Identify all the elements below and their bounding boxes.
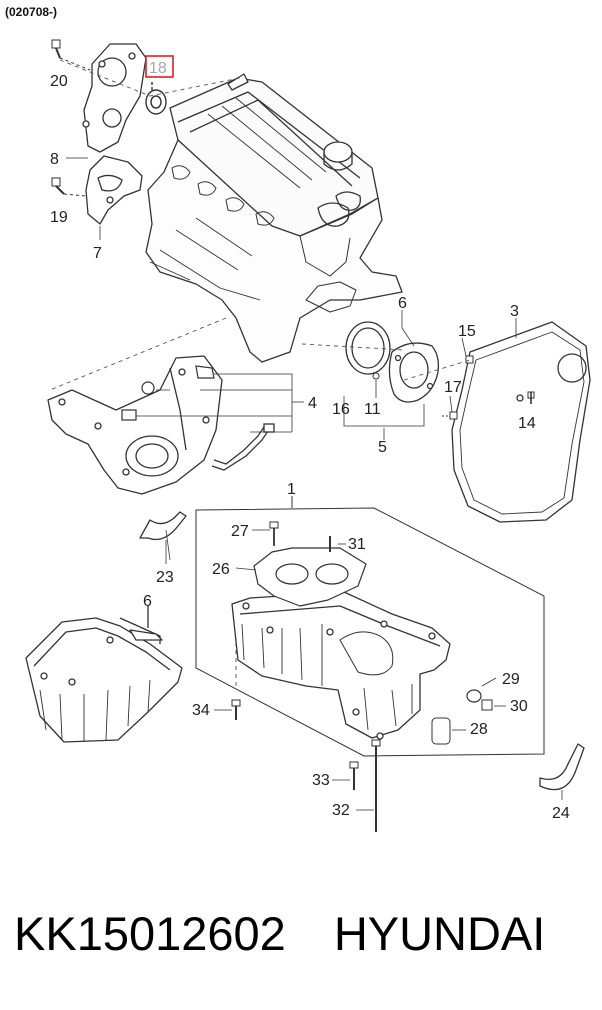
label-6-left: 6 [143,593,152,610]
label-34: 34 [192,702,210,719]
label-11: 11 [364,401,381,418]
label-17: 17 [444,379,462,396]
part-number: KK15012602 [14,907,286,960]
assembly-box-1 [195,496,545,757]
bolt-14 [527,391,535,404]
label-30: 30 [510,698,528,715]
label-32: 32 [332,802,350,819]
label-1: 1 [287,481,296,498]
engine-block [145,73,403,363]
drain-bolt-30 [481,699,493,711]
timing-cover-lower [85,155,143,225]
label-28: 28 [470,721,488,738]
label-33: 33 [312,772,330,789]
label-7: 7 [93,245,102,262]
label-3: 3 [510,303,519,320]
bolt-34 [231,699,241,720]
rear-plate-3 [451,321,591,523]
label-5: 5 [378,439,387,456]
label-26: 26 [212,561,230,578]
bolt-20 [51,39,91,71]
bolt-32 [371,739,381,832]
label-4: 4 [308,395,317,412]
oil-pump-bracket-4 [47,355,223,495]
rear-seal-16 [345,321,391,375]
label-8: 8 [50,151,59,168]
baffle-24 [539,743,585,791]
timing-cover-upper [82,43,147,153]
label-20: 20 [50,73,68,90]
label-6-top: 6 [398,295,407,312]
label-27: 27 [231,523,249,540]
oil-pan-alternate-6 [25,606,183,743]
bolt-15 [465,355,474,364]
bolt-27 [269,521,279,546]
footer-caption: KK15012602 HYUNDAI [14,902,594,966]
bolt-11 [372,372,380,380]
oil-pickup-tube [211,423,275,471]
bracket-parts [121,365,215,421]
drain-washer-29 [466,689,482,703]
brand-name: HYUNDAI [333,907,546,960]
label-18: 18 [149,60,167,77]
label-23: 23 [156,569,174,586]
label-29: 29 [502,671,520,688]
label-19: 19 [50,209,68,226]
diagram-code: (020708-) [5,5,57,19]
oil-seal-18 [145,80,167,115]
drain-plug-28 [431,717,451,745]
gasket-26 [253,547,367,607]
highlight-box-18 [145,55,174,78]
bolt-17 [442,411,458,420]
bolt-33 [349,761,359,790]
label-24: 24 [552,805,570,822]
label-31: 31 [348,536,366,553]
seal-retainer-5 [388,342,440,403]
label-14: 14 [518,415,536,432]
label-16: 16 [332,401,350,418]
bolt-19 [51,177,87,197]
oil-pan-1 [231,591,451,740]
label-15: 15 [458,323,476,340]
baffle-23 [139,511,187,561]
